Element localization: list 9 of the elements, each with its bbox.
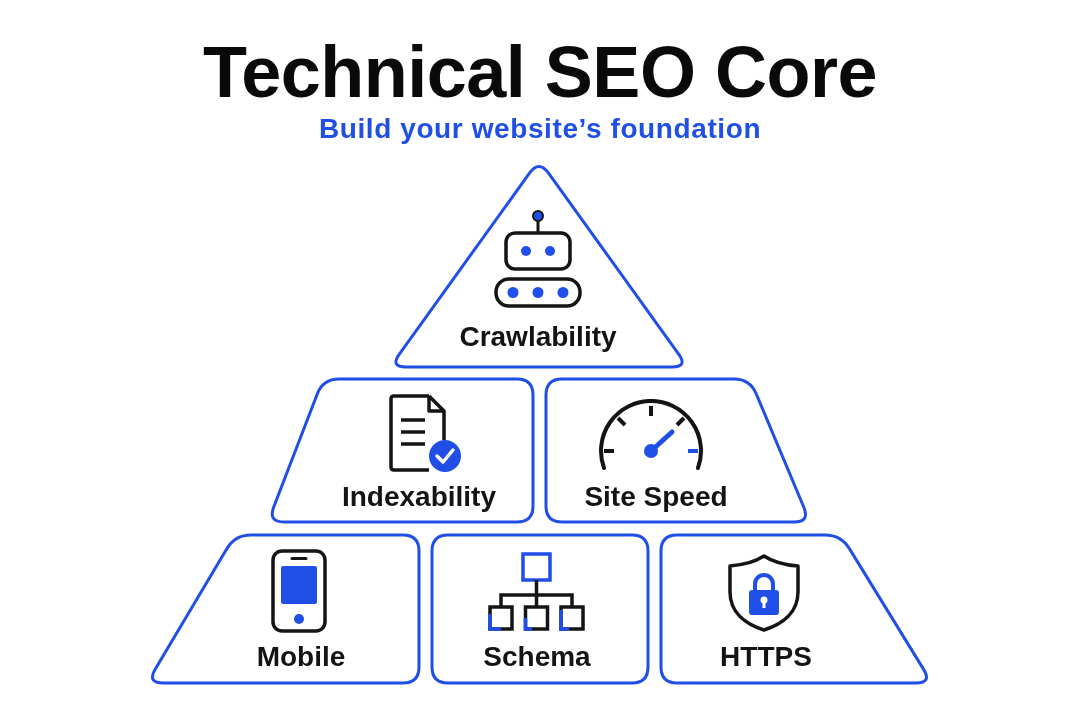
pyramid-tier xyxy=(430,533,650,685)
tier-label: HTTPS xyxy=(720,643,812,671)
tier-label: Crawlability xyxy=(459,323,617,351)
title: Technical SEO Core xyxy=(203,36,877,108)
tier-label: Mobile xyxy=(256,643,346,671)
subtitle: Build your website’s foundation xyxy=(318,115,762,143)
tier-label: Site Speed xyxy=(584,483,728,511)
tier-label: Indexability xyxy=(342,483,496,511)
tier-label: Schema xyxy=(483,643,591,671)
